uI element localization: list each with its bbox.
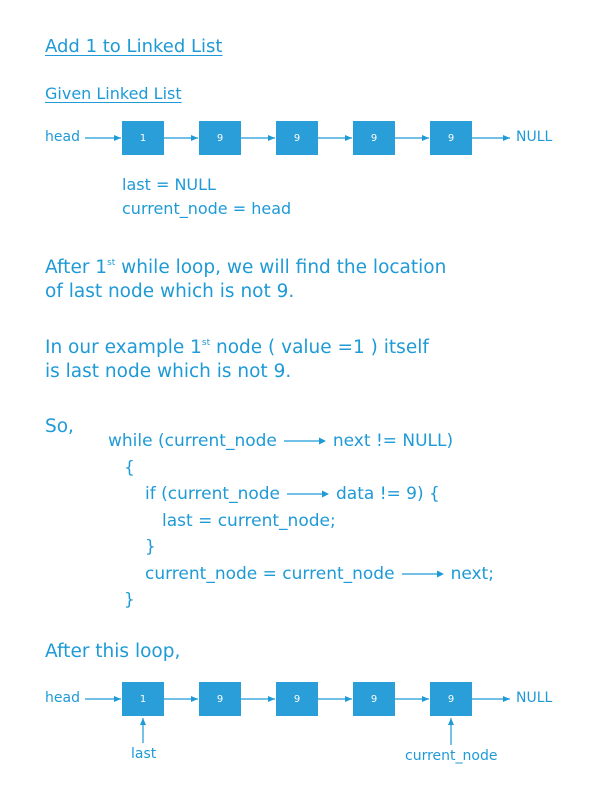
paragraph-2: In our example 1st node ( value =1 ) its…: [45, 337, 429, 382]
list-node: 9: [276, 682, 318, 716]
list-node: 9: [199, 682, 241, 716]
head-label: head: [45, 129, 80, 145]
current-node-pointer-label: current_node: [405, 748, 498, 764]
paragraph-1: After 1st while loop, we will find the l…: [45, 257, 447, 302]
list-node: 9: [430, 121, 472, 155]
list-node: 9: [276, 121, 318, 155]
arrow-icon: [287, 490, 329, 498]
arrow-icon: [401, 570, 444, 578]
head-label: head: [45, 690, 80, 706]
list-node: 1: [122, 121, 164, 155]
list-node: 9: [430, 682, 472, 716]
null-label: NULL: [516, 690, 553, 706]
list-node: 9: [199, 121, 241, 155]
page-title: Add 1 to Linked List: [45, 36, 223, 57]
list-node: 9: [353, 682, 395, 716]
list-node: 9: [353, 121, 395, 155]
code-close-brace: }: [124, 590, 135, 610]
null-label: NULL: [516, 129, 553, 145]
so-label: So,: [45, 416, 74, 437]
section-heading: Given Linked List: [45, 84, 182, 103]
arrow-icon: [283, 437, 326, 445]
after-loop-label: After this loop,: [45, 641, 181, 662]
init-current: current_node = head: [122, 199, 292, 218]
init-last: last = NULL: [122, 175, 216, 194]
code-open-brace: {: [124, 458, 135, 478]
code-assign: last = current_node;: [162, 511, 336, 531]
list-node: 1: [122, 682, 164, 716]
code-close-if: }: [145, 537, 156, 557]
last-pointer-label: last: [131, 746, 157, 762]
